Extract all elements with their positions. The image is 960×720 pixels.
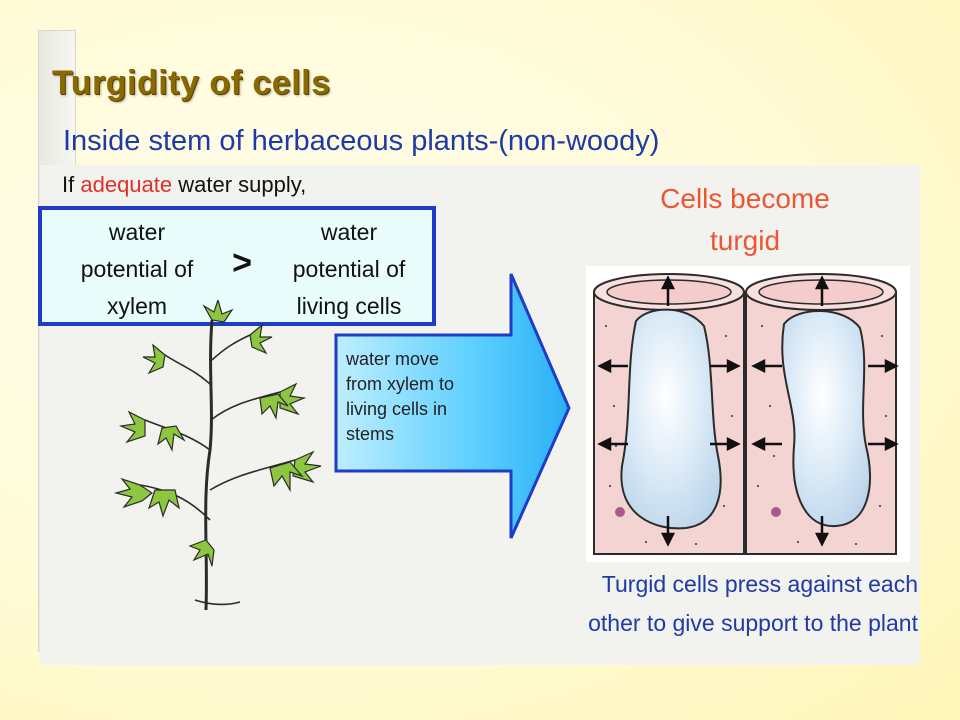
condition-text: If adequate water supply,	[62, 172, 306, 198]
condition-suffix: water supply,	[178, 172, 307, 197]
cells-line-1: water	[320, 219, 378, 245]
condition-highlight: adequate	[80, 172, 173, 197]
water-potential-comparison-box: water potential of xylem > water potenti…	[38, 206, 436, 326]
living-cells-potential-label: water potential of living cells	[264, 214, 434, 325]
arrow-line-3: living cells in	[346, 399, 448, 419]
arrow-line-4: stems	[346, 424, 395, 444]
xylem-line-2: potential of	[80, 256, 194, 282]
right-arrow-icon	[334, 273, 571, 539]
cells-line-3: living cells	[296, 293, 402, 319]
xylem-line-3: xylem	[106, 293, 168, 319]
cells-become-turgid-label: Cells become turgid	[600, 178, 890, 262]
arrow-caption: water move from xylem to living cells in…	[346, 347, 516, 447]
xylem-line-1: water	[108, 219, 166, 245]
cell-left	[593, 273, 745, 555]
condition-prefix: If	[62, 172, 75, 197]
cell-right	[745, 273, 897, 555]
plant-illustration	[113, 300, 322, 611]
support-caption: Turgid cells press against each other to…	[455, 565, 918, 643]
slide-title: Turgidity of cells	[52, 64, 331, 102]
greater-than-sign: >	[232, 244, 252, 282]
turgid-cells-diagram	[586, 266, 910, 562]
result-line-1: Cells become	[660, 183, 830, 214]
arrow-line-2: from xylem to	[346, 374, 455, 394]
support-line-2: other to give support to the plant	[588, 610, 918, 636]
cells-line-2: potential of	[292, 256, 406, 282]
result-line-2: turgid	[709, 225, 781, 256]
arrow-line-1: water move	[346, 349, 440, 369]
xylem-potential-label: water potential of xylem	[48, 214, 226, 325]
slide-subtitle: Inside stem of herbaceous plants-(non-wo…	[63, 125, 660, 157]
support-line-1: Turgid cells press against each	[601, 571, 918, 597]
